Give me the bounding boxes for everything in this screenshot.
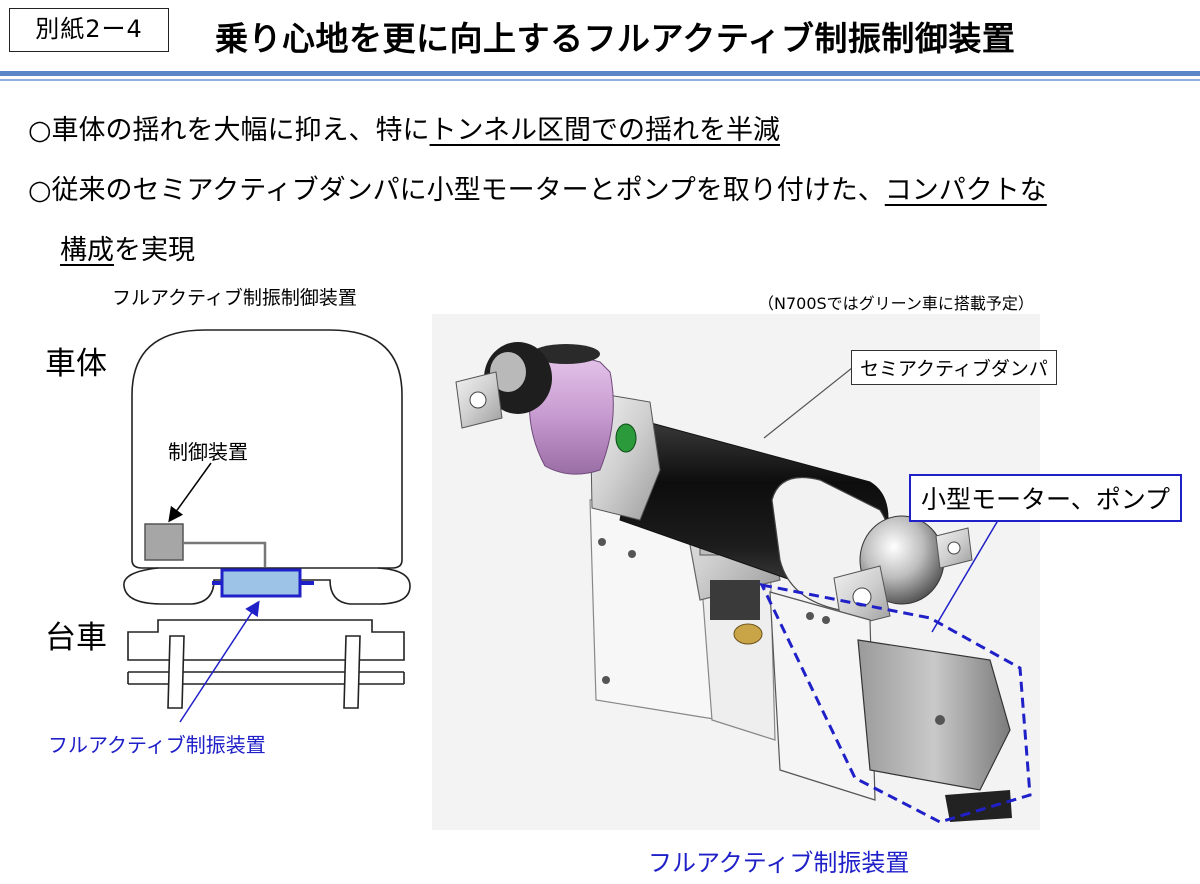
device-render xyxy=(432,314,1040,830)
installation-note: （N700Sではグリーン車に搭載予定） xyxy=(758,294,1034,313)
document-tag: 別紙2ー4 xyxy=(9,8,169,52)
bullet-2: ○従来のセミアクティブダンパに小型モーターとポンプを取り付けた、コンパクトな xyxy=(28,168,1047,207)
controller-wire xyxy=(183,541,267,567)
bullet-2-continuation: 構成を実現 xyxy=(60,228,195,267)
bullet-1: ○車体の揺れを大幅に抑え、特にトンネル区間での揺れを半減 xyxy=(28,108,780,147)
motor-pump-leader xyxy=(931,499,1011,633)
motor-pump-callout: 小型モーター、ポンプ xyxy=(909,474,1183,522)
device-caption: フルアクティブ制振装置 xyxy=(648,849,910,877)
bullet-2-underlined: コンパクトな xyxy=(884,175,1047,206)
controller-label: 制御装置 xyxy=(168,440,248,464)
bogie-frame xyxy=(127,619,405,661)
page-title: 乗り心地を更に向上するフルアクティブ制振制御装置 xyxy=(215,19,1016,58)
bullet-3-underlined: 構成 xyxy=(60,235,114,266)
damper-symbol xyxy=(220,568,302,598)
wheel-right xyxy=(343,635,361,709)
controller-box xyxy=(144,523,184,561)
car-body-outline xyxy=(131,329,403,569)
header-rule-thin xyxy=(0,79,1200,81)
car-schematic xyxy=(123,329,411,709)
header-rule xyxy=(0,71,1200,76)
bullet-1-underlined: トンネル区間での揺れを半減 xyxy=(429,115,781,146)
motor-body xyxy=(857,639,1011,791)
damper-leader xyxy=(179,600,260,723)
damper-label: フルアクティブ制振装置 xyxy=(48,733,266,757)
left-diagram-title: フルアクティブ制振制御装置 xyxy=(112,287,357,309)
bullet-3-text: を実現 xyxy=(114,235,195,266)
bullet-1-text: ○車体の揺れを大幅に抑え、特に xyxy=(28,115,430,146)
controller-leader xyxy=(168,462,212,523)
brass-fitting xyxy=(733,623,763,645)
car-body-label: 車体 xyxy=(45,346,107,382)
wheel-left xyxy=(167,635,185,709)
motor-housing xyxy=(769,591,876,801)
bogie-label: 台車 xyxy=(45,620,107,656)
motor-pump-highlight xyxy=(759,582,1032,824)
semi-damper-leader xyxy=(763,367,853,439)
semi-damper-callout: セミアクティブダンパ xyxy=(851,350,1057,385)
bullet-2-text: ○従来のセミアクティブダンパに小型モーターとポンプを取り付けた、 xyxy=(28,175,885,206)
